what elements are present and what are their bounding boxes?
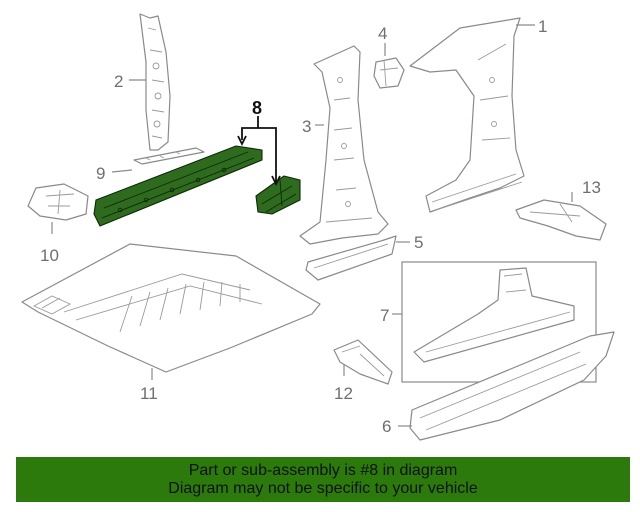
part-8-highlighted bbox=[93, 145, 301, 227]
part-4-bracket bbox=[373, 57, 405, 89]
part-5-reinforcement bbox=[305, 235, 397, 281]
callout-12: 12 bbox=[334, 384, 353, 403]
callout-9: 9 bbox=[96, 164, 105, 183]
callout-4: 4 bbox=[378, 24, 387, 43]
callout-5: 5 bbox=[414, 233, 423, 252]
banner-line-2: Diagram may not be specific to your vehi… bbox=[168, 479, 478, 497]
part-10-bracket bbox=[27, 183, 89, 221]
part-7-rocker-inner bbox=[413, 267, 575, 363]
part-11-floor-pan bbox=[21, 243, 321, 373]
callout-7: 7 bbox=[380, 306, 389, 325]
part-9-strip bbox=[133, 147, 205, 165]
info-banner: Part or sub-assembly is #8 in diagram Di… bbox=[16, 457, 630, 502]
callout-13: 13 bbox=[582, 178, 601, 197]
part-1-body-side bbox=[409, 17, 525, 213]
callout-11: 11 bbox=[140, 384, 158, 403]
callout-8: 8 bbox=[252, 98, 262, 118]
callout-10: 10 bbox=[40, 246, 59, 265]
callout-2: 2 bbox=[114, 72, 123, 91]
callout-6: 6 bbox=[382, 417, 391, 436]
callout-3: 3 bbox=[302, 117, 311, 136]
callout-1: 1 bbox=[538, 17, 547, 36]
part-3-pillar bbox=[299, 45, 389, 245]
part-6-rocker-outer bbox=[409, 331, 615, 441]
part-12-bracket bbox=[333, 339, 393, 385]
banner-line-1: Part or sub-assembly is #8 in diagram bbox=[188, 461, 458, 479]
part-13-bracket bbox=[515, 199, 607, 241]
part-2-pillar bbox=[139, 13, 171, 151]
